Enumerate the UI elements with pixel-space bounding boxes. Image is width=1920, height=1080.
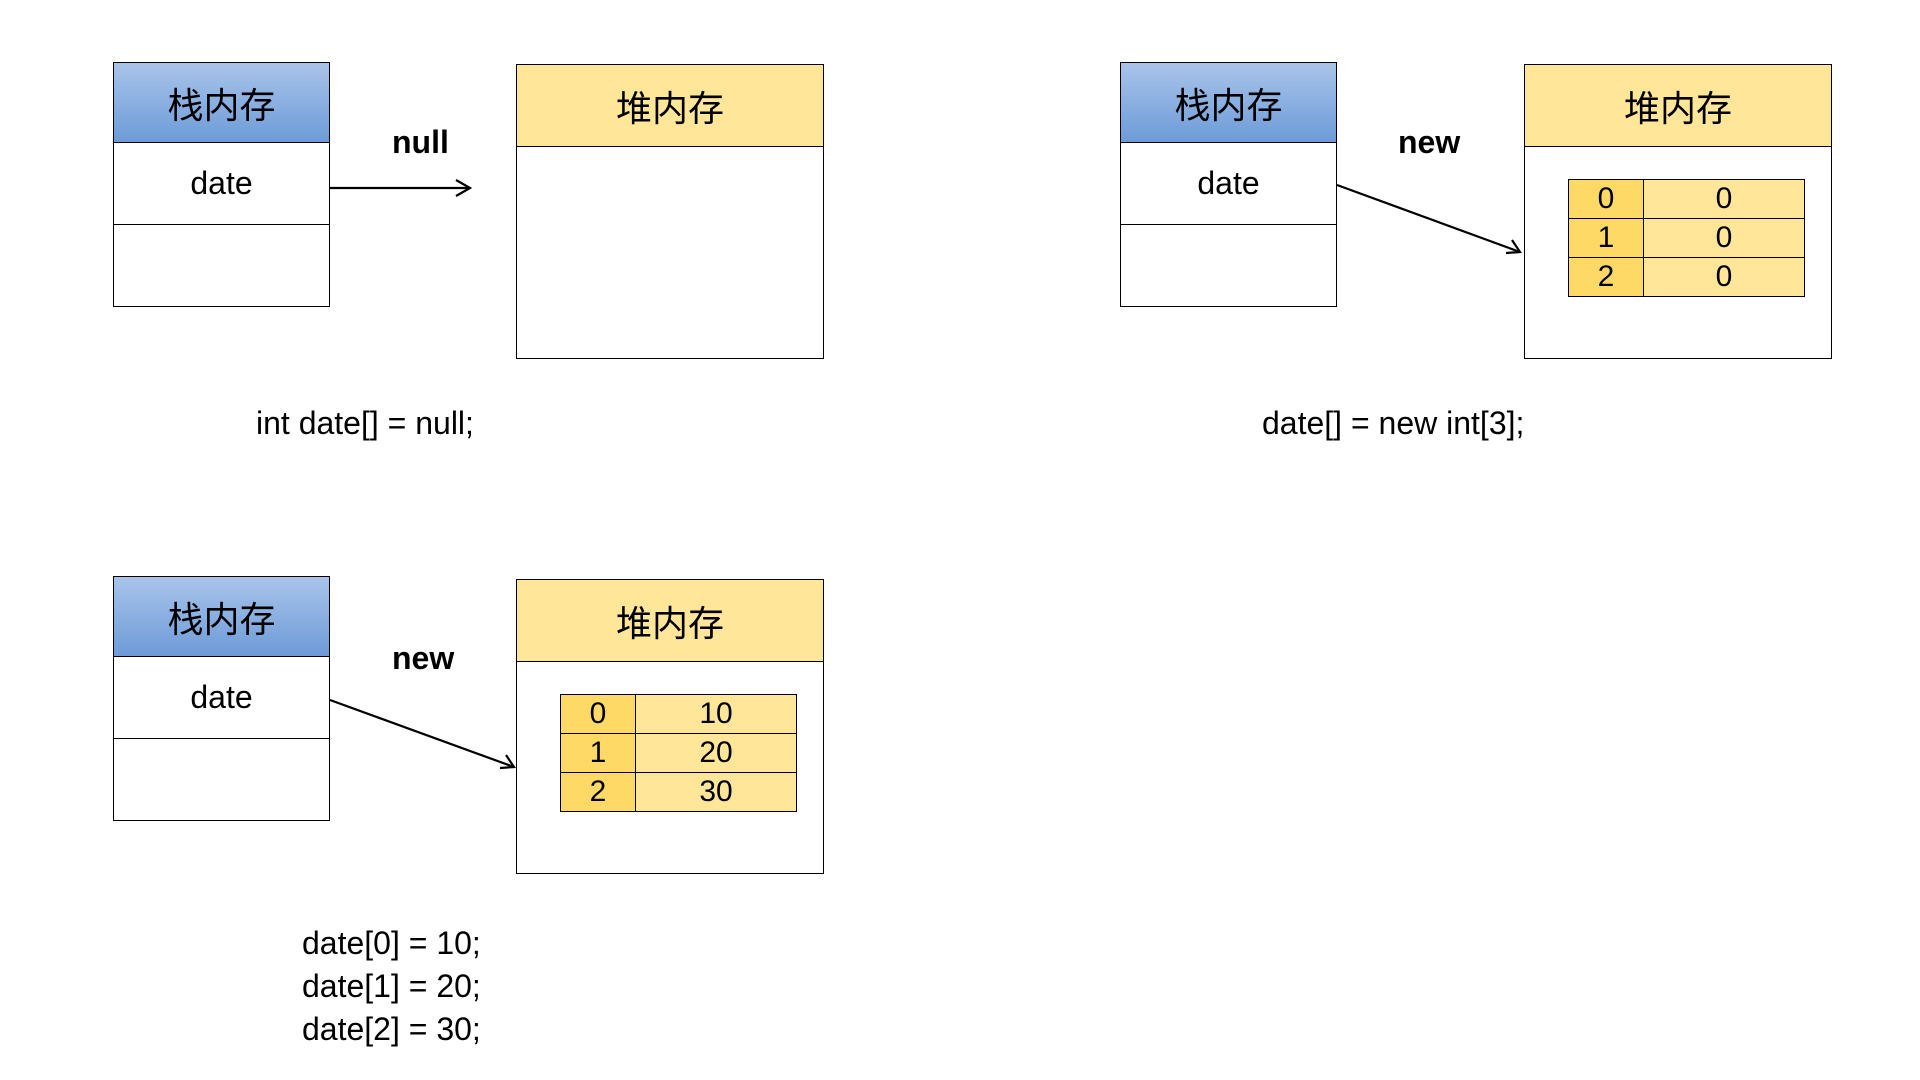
array-value-cell: 0: [1643, 179, 1805, 219]
stack-memory-box: 栈内存 date: [113, 576, 330, 821]
stack-variable-cell: date: [1197, 165, 1260, 201]
heap-memory-header: 堆内存: [517, 65, 823, 147]
heap-memory-box: 堆内存 0 0 1 0 2 0: [1524, 64, 1832, 359]
heap-memory-header: 堆内存: [1525, 65, 1831, 147]
stack-memory-box: 栈内存 date: [1120, 62, 1337, 307]
stack-empty-cell: [114, 224, 329, 306]
code-block: date[] = new int[3];: [1262, 402, 1524, 445]
array-table: 0 0 1 0 2 0: [1568, 179, 1805, 297]
code-line: int date[] = null;: [256, 405, 474, 441]
code-block: date[0] = 10; date[1] = 20; date[2] = 30…: [302, 922, 481, 1051]
array-index-cell: 1: [1568, 218, 1644, 258]
array-row: 2 0: [1568, 257, 1805, 297]
stack-variable-cell: date: [190, 165, 253, 201]
stack-memory-header: 栈内存: [114, 577, 329, 657]
array-row: 0 10: [560, 694, 797, 734]
array-value-cell: 10: [635, 694, 797, 734]
stack-variable-cell: date: [190, 679, 253, 715]
heap-memory-header: 堆内存: [517, 580, 823, 662]
reference-arrow: [330, 179, 473, 197]
stack-empty-cell: [1121, 224, 1336, 306]
array-row: 1 20: [560, 733, 797, 773]
array-row: 1 0: [1568, 218, 1805, 258]
arrow-label: new: [1398, 124, 1461, 160]
code-line: date[0] = 10;: [302, 925, 481, 961]
reference-arrow: [329, 698, 516, 770]
code-line: date[2] = 30;: [302, 1011, 481, 1047]
reference-arrow: [1336, 183, 1522, 255]
array-index-cell: 2: [1568, 257, 1644, 297]
array-index-cell: 0: [560, 694, 636, 734]
array-index-cell: 1: [560, 733, 636, 773]
array-row: 2 30: [560, 772, 797, 812]
stack-memory-header: 栈内存: [114, 63, 329, 143]
heap-memory-box: 堆内存: [516, 64, 824, 359]
array-value-cell: 30: [635, 772, 797, 812]
array-value-cell: 0: [1643, 218, 1805, 258]
code-block: int date[] = null;: [256, 402, 474, 445]
array-index-cell: 0: [1568, 179, 1644, 219]
array-value-cell: 0: [1643, 257, 1805, 297]
array-row: 0 0: [1568, 179, 1805, 219]
array-value-cell: 20: [635, 733, 797, 773]
code-line: date[1] = 20;: [302, 968, 481, 1004]
arrow-label: null: [392, 124, 449, 160]
stack-memory-header: 栈内存: [1121, 63, 1336, 143]
stack-memory-box: 栈内存 date: [113, 62, 330, 307]
code-line: date[] = new int[3];: [1262, 405, 1525, 441]
stack-empty-cell: [114, 738, 329, 820]
heap-memory-box: 堆内存 0 10 1 20 2 30: [516, 579, 824, 874]
array-index-cell: 2: [560, 772, 636, 812]
array-table: 0 10 1 20 2 30: [560, 694, 797, 812]
arrow-label: new: [392, 640, 455, 676]
